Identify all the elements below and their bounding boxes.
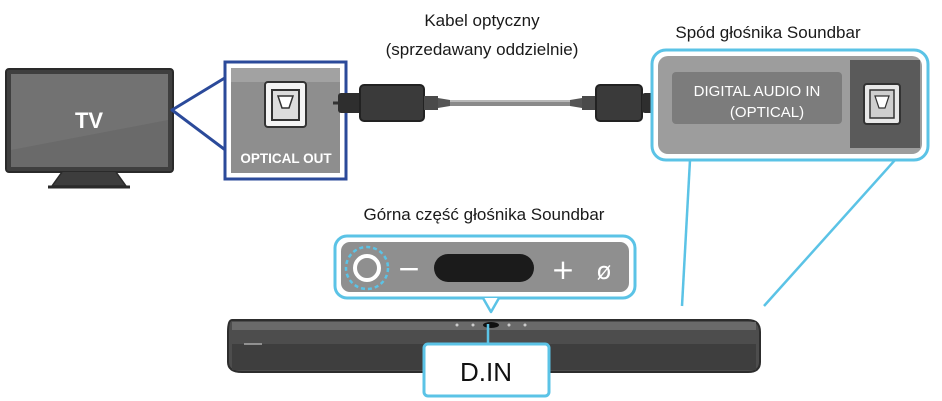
optical-port-icon-soundbar (863, 83, 901, 125)
mic-off-icon: ø (597, 257, 612, 285)
soundbar-bottom-title: Spód głośnika Soundbar (675, 23, 861, 42)
digital-audio-in-label-line1: DIGITAL AUDIO IN (694, 83, 821, 100)
cable-label-line1: Kabel optyczny (424, 11, 540, 30)
bottom-callout-pointer-right (763, 159, 896, 307)
display-readout-callout: D.IN (422, 324, 551, 398)
top-callout-pointer (481, 297, 501, 314)
volume-down-icon: − (397, 252, 420, 285)
multi-function-button-highlight (344, 245, 390, 291)
display-window (434, 254, 534, 282)
optical-out-label: OPTICAL OUT (240, 151, 332, 166)
soundbar-top-title: Górna część głośnika Soundbar (364, 205, 605, 224)
optical-port-icon (264, 81, 307, 128)
optical-cable (333, 84, 668, 122)
tv-label: TV (75, 108, 103, 133)
cable-label-line2: (sprzedawany oddzielnie) (386, 40, 579, 59)
display-readout-text: D.IN (460, 357, 512, 387)
tv-illustration: TV (5, 68, 174, 189)
digital-audio-in-callout: DIGITAL AUDIO IN (OPTICAL) (650, 48, 930, 162)
volume-up-icon: + (551, 253, 574, 286)
optical-out-callout: OPTICAL OUT (223, 60, 348, 181)
bottom-callout-pointer-left (680, 159, 692, 307)
tv-callout-pointer (170, 74, 230, 154)
multi-function-button-icon (353, 254, 381, 282)
digital-audio-in-label-line2: (OPTICAL) (730, 104, 804, 121)
soundbar-top-callout: − + ø (333, 234, 637, 300)
